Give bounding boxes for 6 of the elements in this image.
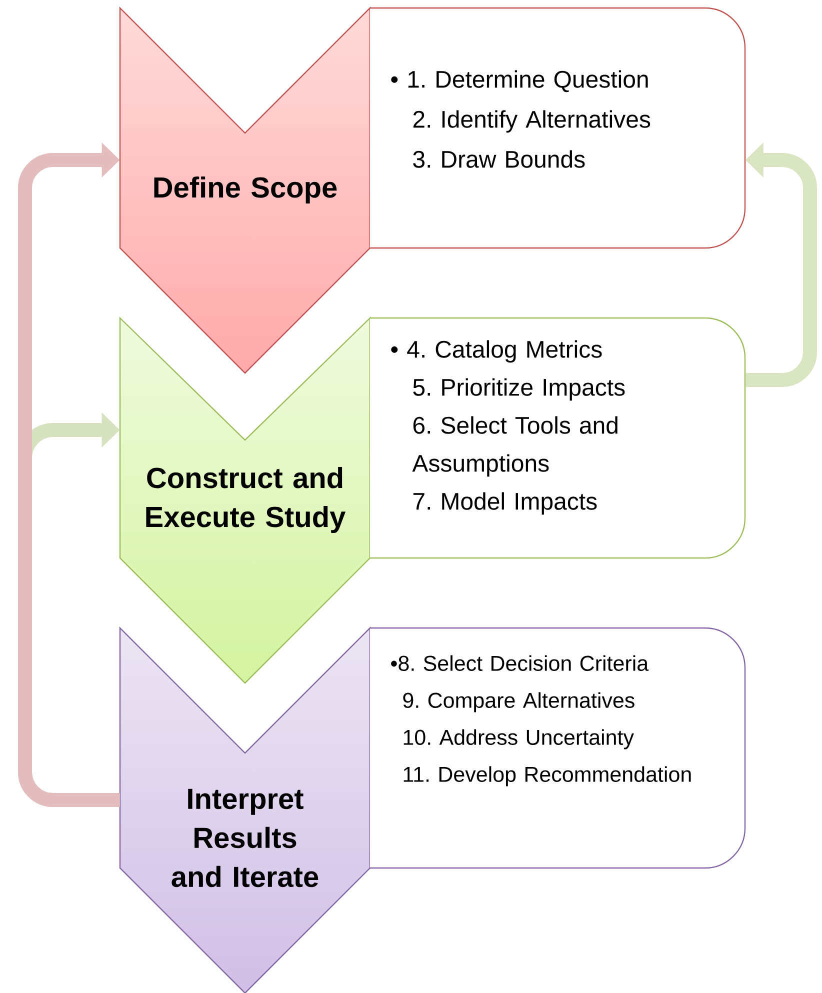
phase-box: Interpret Results and Iterate [119,626,371,993]
list-box: •8. Select Decision Criteria 9. Compare Alternatives 10. Address Uncertainty 11. Develop Recommendation [369,627,746,869]
phase-box: Construct and Execute Study [119,316,371,684]
list-box: • 4. Catalog Metrics 5. Prioritize Impacts 6. Select Tools and Assumptions 7. Model Impacts [369,317,746,559]
phase-box: Define Scope [119,6,371,374]
list-box: • 1. Determine Question 2. Identify Alternatives 3. Draw Bounds [369,7,746,249]
